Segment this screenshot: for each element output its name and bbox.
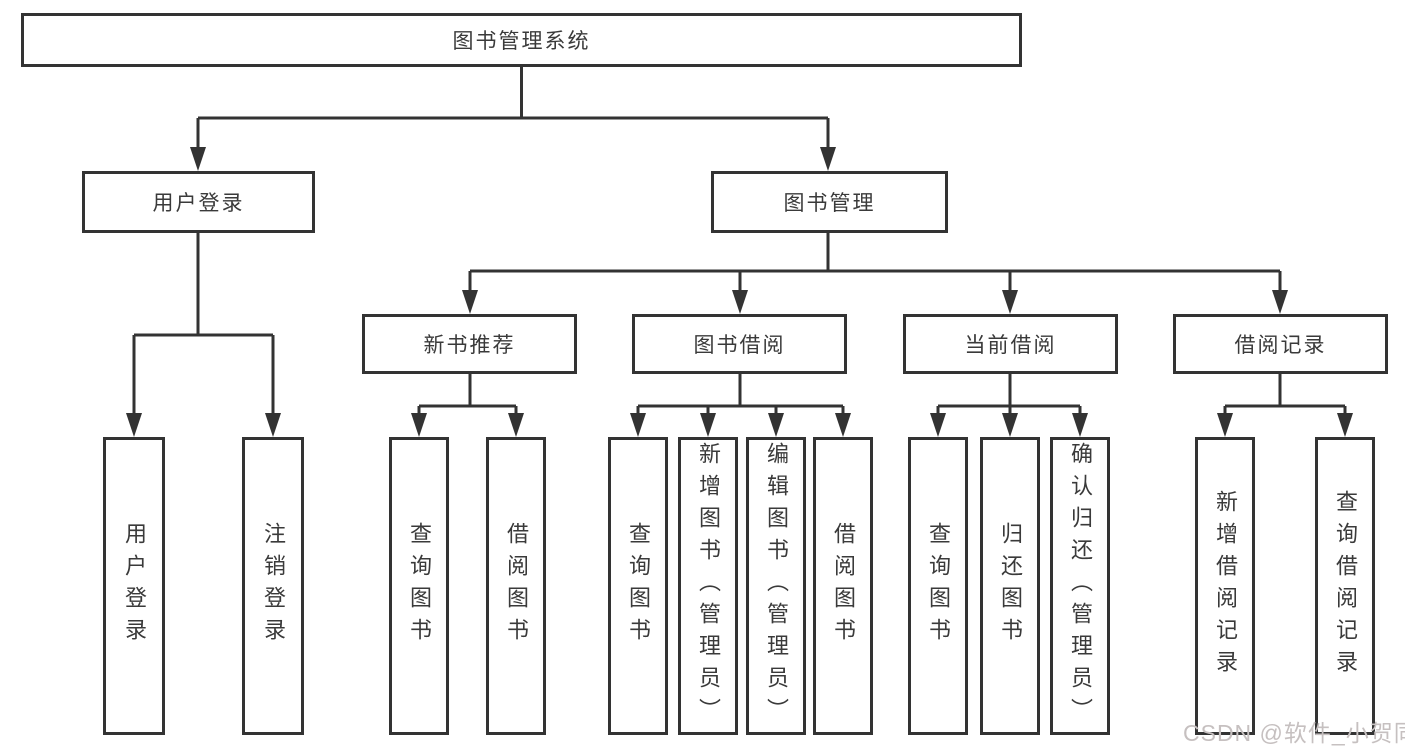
arrowhead xyxy=(265,413,281,437)
leaf-bb-edit-books-admin: 编辑图书（管理员） xyxy=(746,437,806,735)
leaf-cb-confirm-return-admin: 确认归还（管理员） xyxy=(1050,437,1110,735)
node-label: 归还图书 xyxy=(998,522,1023,650)
node-label: 借阅记录 xyxy=(1234,334,1327,357)
node-new-book-recommendation: 新书推荐 xyxy=(362,314,577,374)
connector-path xyxy=(468,233,1282,295)
leaf-nb-query-books: 查询图书 xyxy=(389,437,449,735)
arrowhead xyxy=(700,413,716,437)
arrowhead xyxy=(1002,290,1018,314)
node-label: 新书推荐 xyxy=(423,334,516,357)
arrowhead xyxy=(930,413,946,437)
connector-current-borrowing-to-children xyxy=(930,374,1088,437)
arrowhead xyxy=(190,147,206,171)
node-label: 当前借阅 xyxy=(964,334,1057,357)
node-label: 注销登录 xyxy=(261,522,286,650)
leaf-nb-borrow-books: 借阅图书 xyxy=(486,437,546,735)
node-label: 查询图书 xyxy=(407,522,432,650)
node-book-management: 图书管理 xyxy=(711,171,948,233)
arrowhead xyxy=(1002,413,1018,437)
node-label: 查询图书 xyxy=(926,522,951,650)
node-library-management-system: 图书管理系统 xyxy=(21,13,1022,67)
node-label: 图书管理系统 xyxy=(452,30,591,53)
arrowhead xyxy=(1072,413,1088,437)
connector-book-management-to-level3 xyxy=(462,233,1288,314)
arrowhead xyxy=(630,413,646,437)
connector-borrowing-records-to-children xyxy=(1217,374,1353,437)
node-label: 查询借阅记录 xyxy=(1333,490,1358,682)
node-label: 确认归还（管理员） xyxy=(1068,442,1093,730)
arrowhead xyxy=(411,413,427,437)
connector-new-book-recommendation-to-children xyxy=(411,374,524,437)
leaf-br-query-record: 查询借阅记录 xyxy=(1315,437,1375,735)
arrowhead xyxy=(1337,413,1353,437)
arrowhead xyxy=(1217,413,1233,437)
connector-path xyxy=(196,67,830,152)
connector-user-login-to-children xyxy=(126,233,281,437)
arrowhead xyxy=(1272,290,1288,314)
node-label: 查询图书 xyxy=(626,522,651,650)
arrowhead xyxy=(126,413,142,437)
leaf-br-add-record: 新增借阅记录 xyxy=(1195,437,1255,735)
node-label: 用户登录 xyxy=(122,522,147,650)
node-label: 图书管理 xyxy=(783,192,876,215)
node-label: 新增图书（管理员） xyxy=(696,442,721,730)
leaf-bb-borrow-books: 借阅图书 xyxy=(813,437,873,735)
node-label: 新增借阅记录 xyxy=(1213,490,1238,682)
arrowhead xyxy=(732,290,748,314)
node-current-borrowing: 当前借阅 xyxy=(903,314,1118,374)
node-user-login: 用户登录 xyxy=(82,171,315,233)
leaf-bb-add-books-admin: 新增图书（管理员） xyxy=(678,437,738,735)
arrowhead xyxy=(820,147,836,171)
arrowhead xyxy=(768,413,784,437)
node-label: 借阅图书 xyxy=(504,522,529,650)
connector-path xyxy=(417,374,518,420)
leaf-cb-query-books: 查询图书 xyxy=(908,437,968,735)
node-label: 用户登录 xyxy=(152,192,245,215)
leaf-cb-return-books: 归还图书 xyxy=(980,437,1040,735)
connector-root-to-level2 xyxy=(190,67,836,171)
node-label: 借阅图书 xyxy=(831,522,856,650)
node-label: 编辑图书（管理员） xyxy=(764,442,789,730)
connector-path xyxy=(1223,374,1347,420)
node-book-borrowing: 图书借阅 xyxy=(632,314,847,374)
arrowhead xyxy=(835,413,851,437)
leaf-bb-query-books: 查询图书 xyxy=(608,437,668,735)
arrowhead xyxy=(508,413,524,437)
connector-path xyxy=(636,374,845,420)
node-borrowing-records: 借阅记录 xyxy=(1173,314,1388,374)
arrowhead xyxy=(462,290,478,314)
node-label: 图书借阅 xyxy=(693,334,786,357)
connector-book-borrowing-to-children xyxy=(630,374,851,437)
csdn-watermark: CSDN @软件_小贺同学 xyxy=(1183,720,1405,746)
leaf-user-login: 用户登录 xyxy=(103,437,165,735)
leaf-logout: 注销登录 xyxy=(242,437,304,735)
connector-path xyxy=(132,233,275,418)
